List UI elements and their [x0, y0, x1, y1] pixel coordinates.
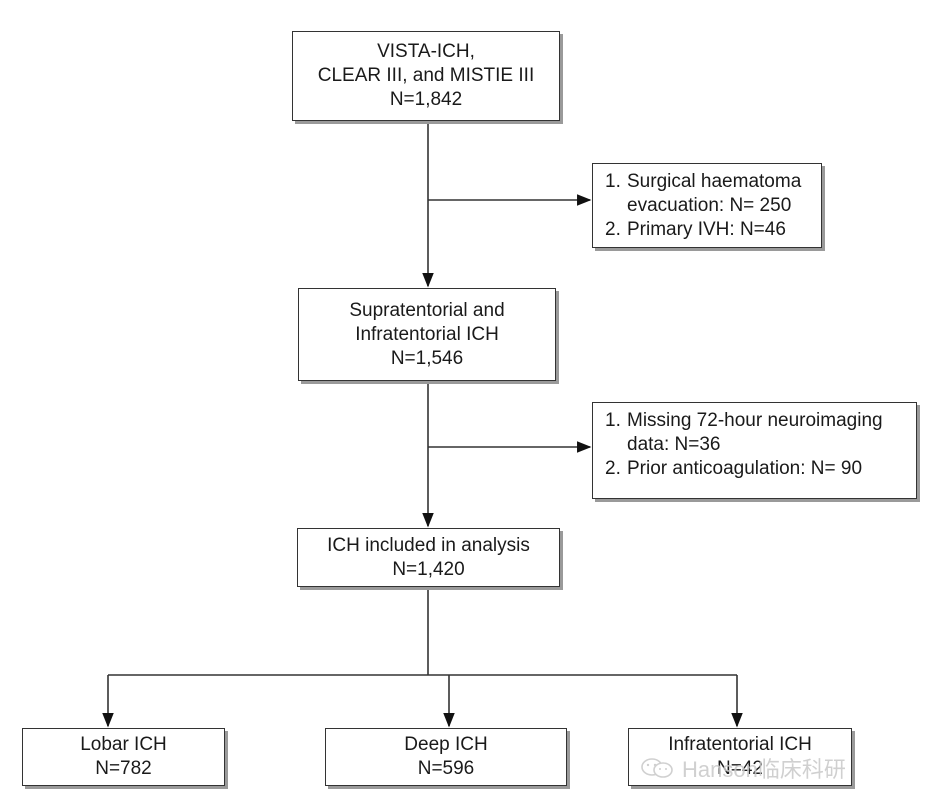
- box-exclusion-1: 1. Surgical haematoma evacuation: N= 250…: [592, 163, 822, 248]
- box-deep-ich: Deep ICH N=596: [325, 728, 567, 786]
- lobar-count: N=782: [95, 758, 152, 779]
- source-count: N=1,842: [389, 89, 463, 110]
- box-exclusion-2: 1. Missing 72-hour neuroimaging data: N=…: [592, 402, 917, 499]
- infra-label: Infratentorial ICH: [668, 734, 812, 755]
- box-supra-infratentorial: Supratentorial and Infratentorial ICH N=…: [298, 288, 556, 381]
- included-count: N=1,420: [392, 558, 465, 580]
- source-line-1: VISTA-ICH,: [377, 41, 475, 62]
- exclusion2-item-1: 1. Missing 72-hour neuroimaging data: N=…: [605, 410, 883, 455]
- source-line-2: CLEAR III, and MISTIE III: [317, 65, 535, 86]
- watermark: Hanson临床科研: [640, 748, 933, 788]
- wechat-icon: [641, 758, 673, 778]
- box-source-trials: VISTA-ICH, CLEAR III, and MISTIE III N=1…: [292, 31, 560, 121]
- exclusion1-item-1: 1. Surgical haematoma evacuation: N= 250: [605, 171, 802, 216]
- box-included-in-analysis: ICH included in analysis N=1,420: [297, 528, 560, 587]
- exclusion2-item-2: 2. Prior anticoagulation: N= 90: [605, 458, 863, 479]
- watermark-text: Hanson临床科研: [682, 757, 846, 782]
- supra-line-1: Supratentorial and: [349, 299, 505, 321]
- deep-count: N=596: [417, 758, 475, 779]
- infra-count: N=42: [717, 758, 763, 779]
- exclusion1-item-2: 2. Primary IVH: N=46: [605, 219, 786, 240]
- lobar-label: Lobar ICH: [80, 734, 167, 755]
- supra-line-2: Infratentorial ICH: [355, 323, 499, 345]
- deep-label: Deep ICH: [404, 734, 488, 755]
- supra-count: N=1,546: [390, 347, 464, 369]
- included-label: ICH included in analysis: [327, 534, 530, 556]
- box-lobar-ich: Lobar ICH N=782: [22, 728, 225, 786]
